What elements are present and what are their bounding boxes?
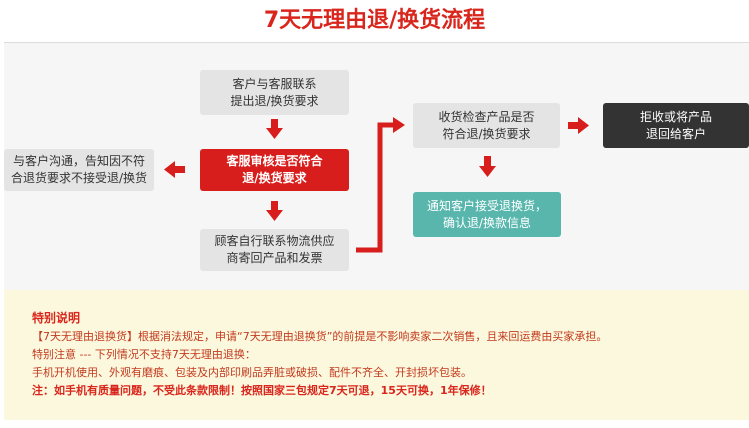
step-contact-service-line2: 提出退/换货要求 [230,93,319,108]
special-notes: 特别说明 【7天无理由退换货】根据消法规定，申请“7天无理由退换货”的前提是不影… [4,290,749,420]
connector-arrow-icon [356,117,405,253]
step-reject-communicate-line1: 与客户沟通，告知因不符 [12,154,145,168]
step-contact-service: 客户与客服联系 提出退/换货要求 [200,70,349,115]
arrow-down-icon [479,156,496,177]
step-customer-ship-line2: 商寄回产品和发票 [226,251,323,265]
step-refuse-return-line2: 退回给客户 [645,126,706,141]
step-service-review-line2: 退/换货要求 [242,171,307,185]
step-contact-service-line1: 客户与客服联系 [232,76,317,91]
step-notify-accept-line1: 通知客户接受退换货， [426,198,547,213]
step-reject-communicate: 与客户沟通，告知因不符 合退货要求不接受退/换货 [4,149,154,191]
note-line: 特别注意 --- 下列情况不支持7天无理由退换： [32,348,256,361]
step-check-product: 收货检查产品是否 符合退/换货要求 [413,103,560,148]
arrow-down-icon [266,201,283,221]
step-service-review: 客服审核是否符合 退/换货要求 [200,149,349,191]
note-warning: 注：如手机有质量问题，不受此条款限制！按照国家三包规定7天可退，15天可换，1年… [32,384,492,397]
step-notify-accept: 通知客户接受退换货， 确认退/换款信息 [413,192,561,237]
step-service-review-line1: 客服审核是否符合 [226,154,323,168]
step-customer-ship: 顾客自行联系物流供应 商寄回产品和发票 [200,229,349,271]
notes-heading: 特别说明 [32,311,81,325]
step-customer-ship-line1: 顾客自行联系物流供应 [214,234,335,248]
title-divider [4,42,749,43]
step-check-product-line1: 收货检查产品是否 [438,109,535,124]
page-title: 7天无理由退/换货流程 [263,8,486,33]
step-refuse-return: 拒收或将产品 退回给客户 [603,103,749,148]
arrow-left-icon [164,161,185,178]
arrow-right-icon [568,117,589,134]
step-check-product-line2: 符合退/换货要求 [442,126,531,141]
note-line: 【7天无理由退换货】根据消法规定，申请“7天无理由退换货”的前提是不影响卖家二次… [32,330,608,343]
note-line: 手机开机使用、外观有磨痕、包装及内部印刷品弄脏或破损、配件不齐全、开封损坏包装。 [32,366,472,379]
arrow-down-icon [266,119,283,139]
step-notify-accept-line2: 确认退/换款信息 [442,215,532,230]
step-refuse-return-line1: 拒收或将产品 [639,109,712,124]
step-reject-communicate-line2: 合退货要求不接受退/换货 [10,171,148,185]
